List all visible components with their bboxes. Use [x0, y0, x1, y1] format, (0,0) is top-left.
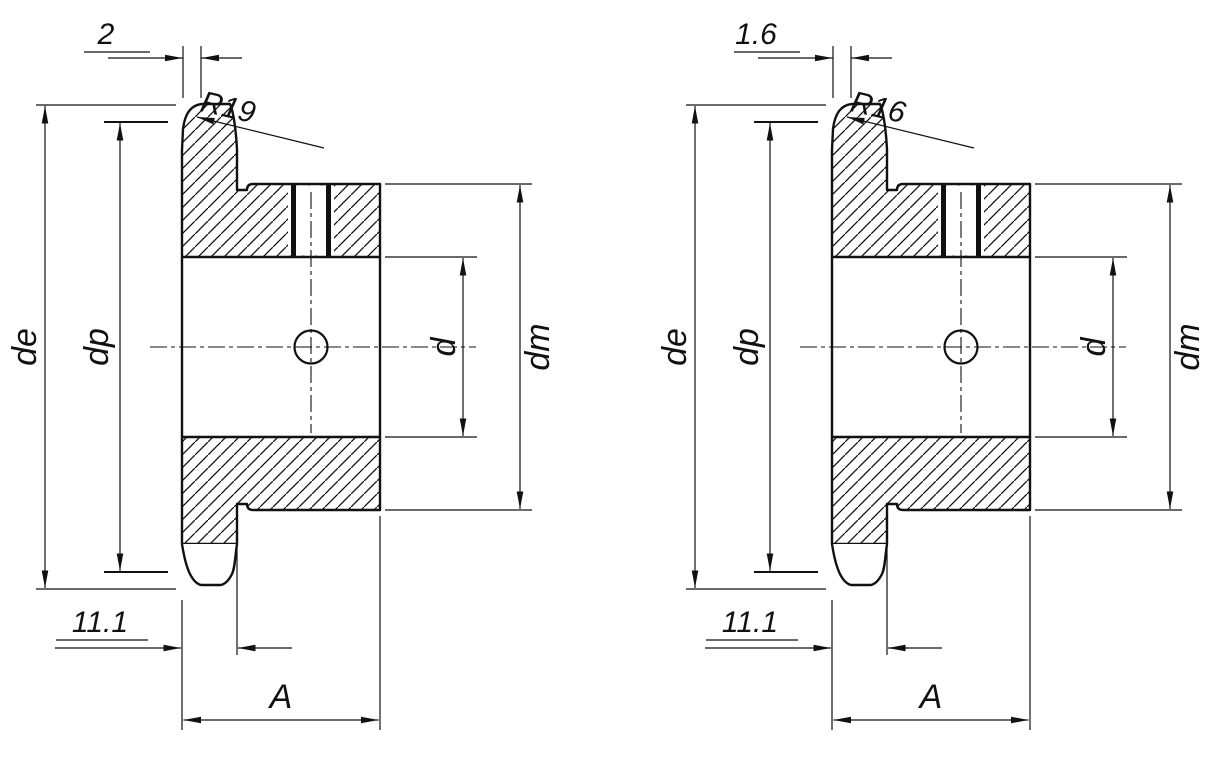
hub-diameter-label: dm: [1169, 323, 1206, 370]
labels-right: 1.6 R16 de dp d dm 11.1 A: [656, 18, 1206, 716]
overall-width-label: A: [918, 678, 943, 716]
hub-diameter-label: dm: [519, 323, 557, 370]
tooth-width-label: 2: [97, 18, 115, 51]
pitch-diameter-label: dp: [728, 328, 766, 366]
overall-width-label: A: [268, 678, 293, 716]
bore-diameter-label: d: [425, 336, 463, 356]
outer-diameter-label: de: [656, 328, 694, 366]
hub-offset-label: 11.1: [72, 606, 128, 639]
pitch-diameter-label: dp: [78, 328, 116, 366]
bore-diameter-label: d: [1075, 336, 1113, 356]
outer-diameter-label: de: [6, 328, 44, 366]
tooth-width-label: 1.6: [735, 18, 777, 51]
labels-left: 2 R19 de dp d dm 11.1 A: [6, 18, 557, 716]
hub-offset-label: 11.1: [722, 606, 778, 639]
